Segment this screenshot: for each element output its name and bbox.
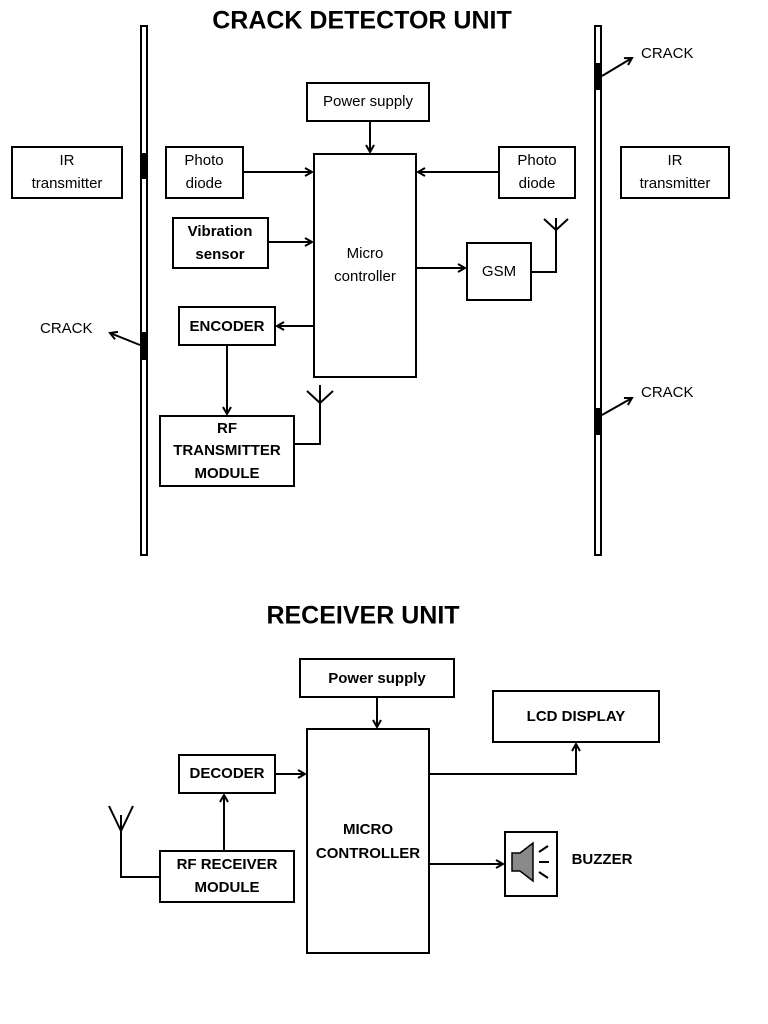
ir-transmitter-right: IR transmitter [620, 146, 730, 199]
crack-arrow [110, 333, 141, 346]
rf-tx-antenna-icon [294, 385, 334, 445]
power-supply-detector: Power supply [306, 82, 430, 122]
photo-diode-right: Photo diode [498, 146, 576, 199]
ir-left-line1: IR [60, 152, 75, 169]
vibration-line2: sensor [195, 246, 244, 263]
crack-label: CRACK [40, 320, 93, 337]
encoder-label: ENCODER [189, 318, 264, 335]
gsm-antenna-icon [531, 218, 569, 273]
detector-title: CRACK DETECTOR UNIT [212, 7, 512, 35]
right-rail [594, 25, 602, 556]
photo-right-line1: Photo [517, 152, 556, 169]
buzzer-label: BUZZER [572, 851, 633, 868]
ir-right-line1: IR [668, 152, 683, 169]
encoder: ENCODER [178, 306, 276, 346]
crack-label: CRACK [641, 384, 694, 401]
rail-crack-mark [594, 408, 602, 435]
rx-micro-line1: MICRO [343, 821, 393, 838]
rf-tx-line1: RF [217, 420, 237, 437]
power-supply-label: Power supply [323, 93, 414, 110]
rf-tx-line3: MODULE [195, 465, 260, 482]
ir-right-line2: transmitter [640, 175, 711, 192]
decoder: DECODER [178, 754, 276, 794]
lcd-label: LCD DISPLAY [527, 708, 626, 725]
gsm-label: GSM [482, 263, 516, 280]
crack-arrow [601, 58, 632, 77]
ir-transmitter-left: IR transmitter [11, 146, 123, 199]
rf-tx-line2: TRANSMITTER [173, 442, 281, 459]
receiver-title: RECEIVER UNIT [266, 602, 459, 630]
micro-line1: Micro [347, 245, 384, 262]
microcontroller-receiver: MICRO CONTROLLER [306, 728, 430, 954]
rf-transmitter-module: RF TRANSMITTER MODULE [159, 415, 295, 487]
gsm-module: GSM [466, 242, 532, 301]
rail-crack-mark [140, 332, 148, 360]
crack-arrow [601, 398, 632, 416]
crack-label: CRACK [641, 45, 694, 62]
rail-crack-mark [594, 63, 602, 90]
rx-micro-line2: CONTROLLER [316, 845, 420, 862]
power-supply-receiver: Power supply [299, 658, 455, 698]
left-rail [140, 25, 148, 556]
rail-crack-mark [140, 153, 148, 179]
lcd-display: LCD DISPLAY [492, 690, 660, 743]
microcontroller-detector: Micro controller [313, 153, 417, 378]
rf-rx-line2: MODULE [195, 879, 260, 896]
ir-left-line2: transmitter [32, 175, 103, 192]
micro-line2: controller [334, 268, 396, 285]
buzzer [504, 831, 558, 897]
rx-power-supply-label: Power supply [328, 670, 426, 687]
vibration-line1: Vibration [188, 223, 253, 240]
rf-rx-antenna-icon [108, 805, 160, 878]
photo-left-line1: Photo [184, 152, 223, 169]
photo-left-line2: diode [186, 175, 223, 192]
vibration-sensor: Vibration sensor [172, 217, 269, 269]
decoder-label: DECODER [189, 765, 264, 782]
photo-right-line2: diode [519, 175, 556, 192]
rf-receiver-module: RF RECEIVER MODULE [159, 850, 295, 903]
arrow-micro-to-lcd [429, 744, 576, 775]
photo-diode-left: Photo diode [165, 146, 244, 199]
speaker-icon [511, 841, 549, 883]
rf-rx-line1: RF RECEIVER [177, 856, 278, 873]
